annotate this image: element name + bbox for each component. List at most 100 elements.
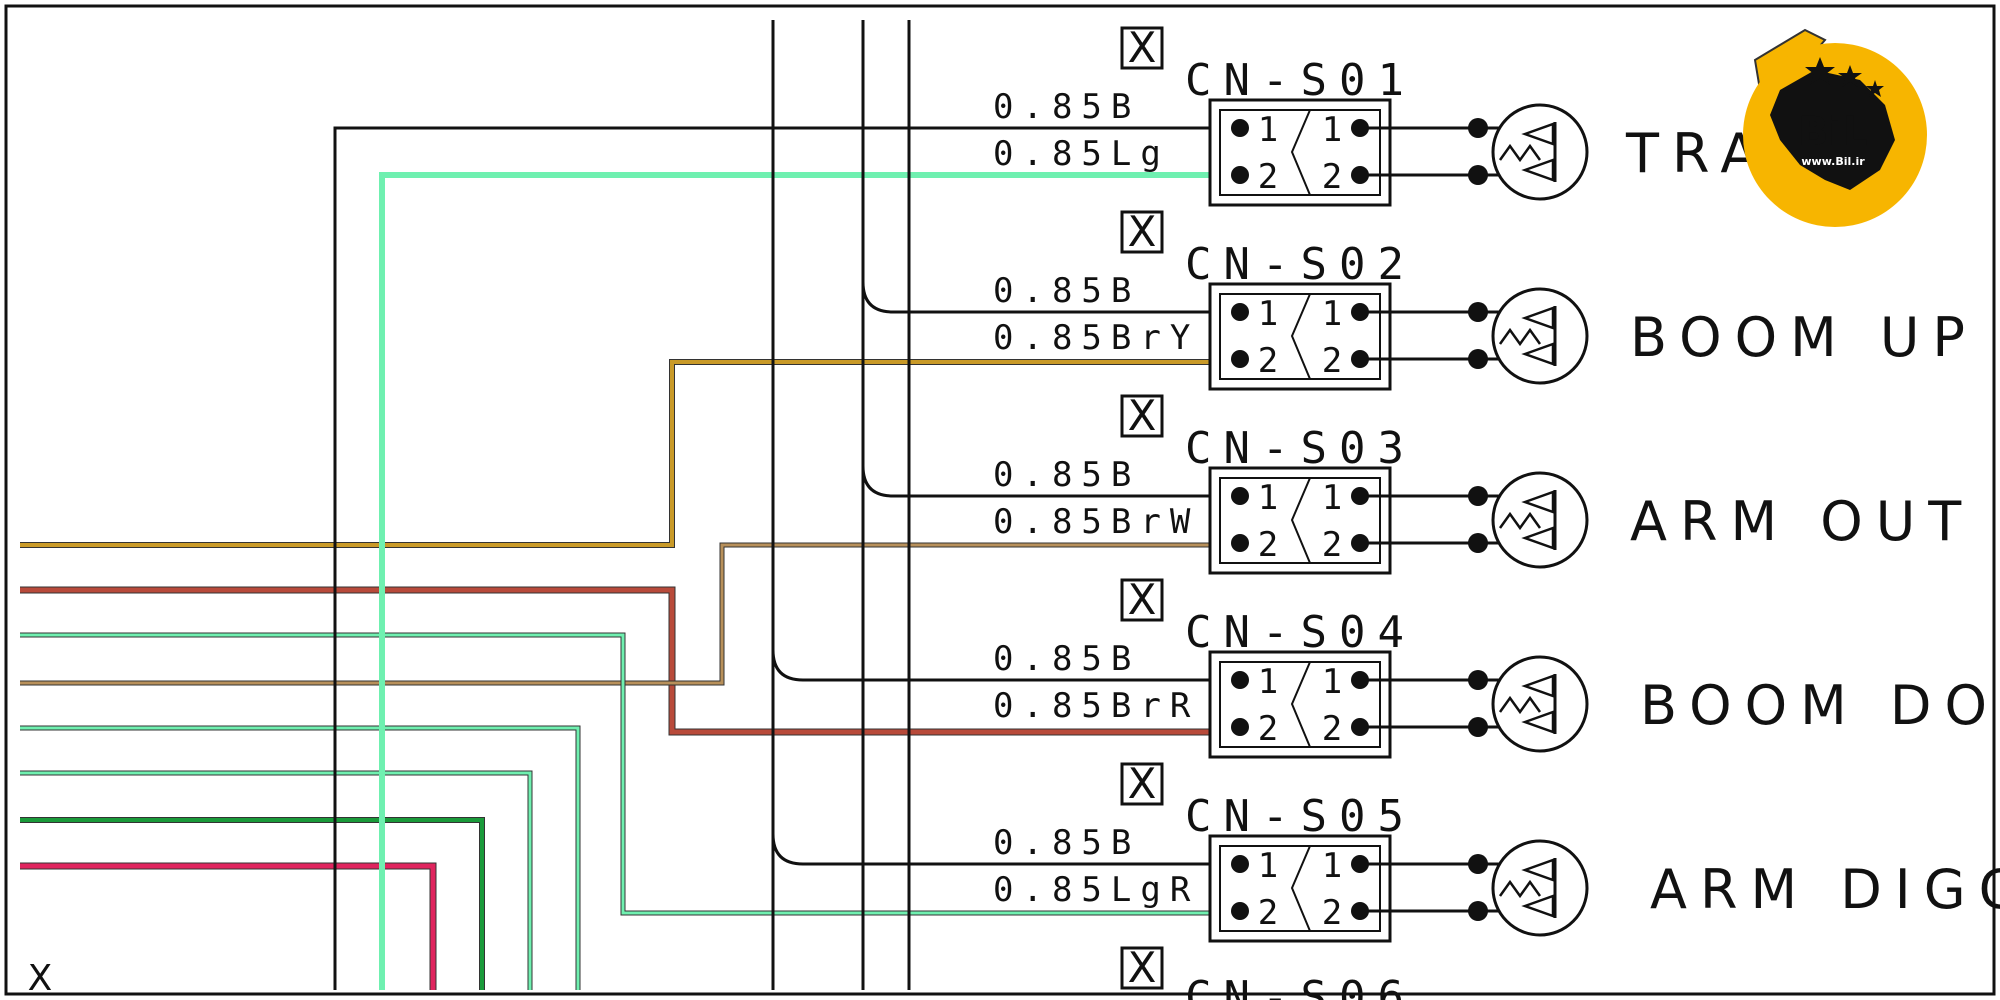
pressure-switch-icon	[1521, 306, 1555, 330]
connector-body	[1208, 282, 1392, 391]
x-marker-icon: X	[1128, 759, 1157, 808]
pressure-switch-icon	[1491, 839, 1589, 937]
wire-label: 0.85B	[993, 823, 1140, 863]
connector-list: XCN-S010.85B0.85Lg1122TRAVELXCN-S020.85B…	[771, 23, 2000, 943]
bil-logo: BiL www.Bil.ir	[1743, 28, 1927, 227]
diagram-frame	[4, 4, 1996, 996]
star-icon	[1838, 65, 1862, 87]
partial-connector-cn-s06: X CN-S06	[1120, 943, 1416, 1000]
pin-dot-icon	[1231, 671, 1249, 689]
pin-dot-icon	[1231, 718, 1249, 736]
connector-split-mark	[1290, 293, 1311, 380]
pin-dot-icon	[1231, 350, 1249, 368]
wire-label: 0.85B	[993, 455, 1140, 495]
pressure-switch-icon	[1491, 287, 1589, 385]
pin-number: 2	[1258, 157, 1278, 197]
wire-label: 0.85LgR	[993, 870, 1199, 910]
pin-number: 1	[1258, 110, 1278, 150]
ground-tap-wire	[861, 281, 1210, 314]
wire-label: 0.85B	[993, 87, 1140, 127]
pin-dot-icon	[1231, 902, 1249, 920]
connector-inner-frame	[1219, 845, 1381, 932]
connector-body	[1208, 834, 1392, 943]
connector-id-label: CN-S03	[1185, 423, 1416, 474]
switch-function-label: BOOM UP	[1630, 306, 1978, 369]
pressure-switch-icon	[1491, 471, 1589, 569]
x-marker-box	[1120, 578, 1164, 622]
connector-inner-frame	[1219, 293, 1381, 380]
pin-dot-icon	[1231, 119, 1249, 137]
ground-bus-lines	[771, 20, 911, 990]
x-marker-box	[1120, 26, 1164, 70]
connector-body	[1208, 650, 1392, 759]
pin-dot-icon	[1231, 855, 1249, 873]
pin-number: 1	[1322, 478, 1342, 518]
x-marker-icon: X	[1128, 391, 1157, 440]
pressure-switch-icon	[1521, 490, 1555, 514]
pressure-switch-icon	[1491, 655, 1589, 753]
pressure-switch-icon	[1521, 342, 1555, 366]
pin-number: 1	[1322, 662, 1342, 702]
x-marker-box	[1120, 210, 1164, 254]
pressure-switch-icon	[1498, 143, 1542, 163]
x-marker-bottom-left: X	[28, 958, 53, 999]
wire-brown-yellow	[20, 360, 1210, 547]
connector-split-mark	[1290, 661, 1311, 748]
pin-number: 1	[1322, 110, 1342, 150]
wire-pink	[20, 863, 436, 990]
wire-label: 0.85BrR	[993, 686, 1199, 726]
pin-dot-icon	[1231, 534, 1249, 552]
pin-dot-icon	[1231, 487, 1249, 505]
wire-black-main	[333, 126, 1210, 990]
wire-green	[20, 817, 485, 990]
connector-id-label: CN-S04	[1185, 607, 1416, 658]
pin-number: 2	[1322, 709, 1342, 749]
partial-connector-label: CN-S06	[1185, 972, 1416, 1000]
pressure-switch-icon	[1521, 710, 1555, 734]
switch-function-label: BOOM DOWN	[1640, 674, 2000, 737]
pressure-switch-icon	[1498, 511, 1542, 531]
pin-number: 1	[1258, 662, 1278, 702]
pressure-switch-icon	[1491, 103, 1589, 201]
pin-number: 2	[1322, 341, 1342, 381]
x-marker-icon: X	[28, 958, 53, 999]
pin-number: 2	[1258, 893, 1278, 933]
x-marker-icon: X	[1128, 207, 1157, 256]
connector-split-mark	[1290, 845, 1311, 932]
pin-number: 2	[1322, 893, 1342, 933]
pin-number: 2	[1322, 525, 1342, 565]
pressure-switch-icon	[1521, 122, 1555, 146]
pin-number: 2	[1258, 525, 1278, 565]
map-silhouette-icon	[1770, 70, 1895, 190]
wire-light-green	[20, 726, 580, 990]
connector-inner-frame	[1219, 661, 1381, 748]
star-icon	[1866, 80, 1884, 97]
wire-pink	[20, 862, 437, 990]
connector-id-label: CN-S01	[1185, 55, 1416, 106]
ground-tap-wire	[771, 833, 1210, 866]
pin-number: 1	[1322, 294, 1342, 334]
x-marker-icon: X	[1128, 575, 1157, 624]
x-marker-box	[1120, 762, 1164, 806]
wire-label: 0.85BrW	[993, 502, 1199, 542]
pin-number: 1	[1322, 846, 1342, 886]
pin-number: 1	[1258, 478, 1278, 518]
logo-text: BiL	[1798, 109, 1868, 155]
logo-url: www.Bil.ir	[1801, 155, 1865, 168]
wire-label: 0.85BrY	[993, 318, 1199, 358]
x-marker-box	[1120, 394, 1164, 438]
pressure-switch-icon	[1521, 158, 1555, 182]
pressure-switch-icon	[1521, 858, 1555, 882]
connector-split-mark	[1290, 477, 1311, 564]
ground-tap-wire	[861, 465, 1210, 498]
pressure-switch-icon	[1498, 327, 1542, 347]
switch-function-label: ARM DIGG.	[1650, 858, 2000, 921]
pressure-switch-icon	[1521, 526, 1555, 550]
pin-number: 2	[1258, 709, 1278, 749]
connector-inner-frame	[1219, 109, 1381, 196]
wire-brown-white	[20, 543, 1210, 685]
